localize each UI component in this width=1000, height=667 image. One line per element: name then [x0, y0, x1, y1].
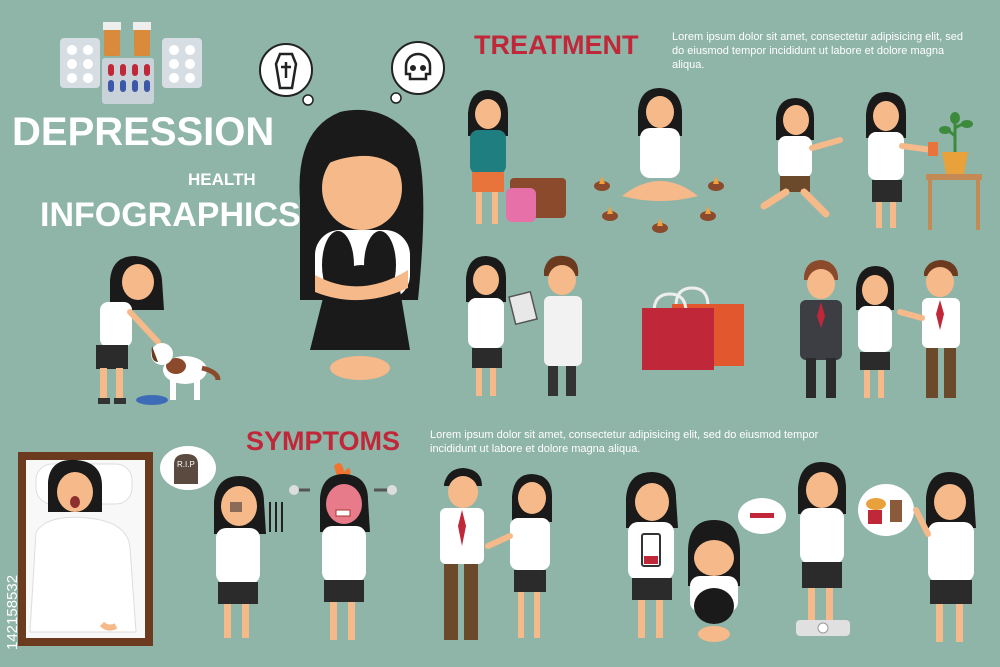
- girl-with-doctor-figure: [466, 255, 582, 396]
- girl-watering-plant-figure: [866, 92, 982, 230]
- rip-text: R.I.P: [177, 460, 195, 469]
- treatment-heading: TREATMENT: [474, 30, 639, 60]
- skull-thought-icon: [390, 41, 445, 104]
- medicine-pills-illustration: [60, 22, 202, 104]
- crouching-girl-figure: [688, 520, 740, 642]
- meditating-girl-figure: [594, 88, 724, 233]
- girl-petting-dog-figure: [96, 256, 221, 405]
- sad-girl-sitting-figure: [299, 109, 424, 380]
- girl-pointing-figure: [913, 472, 976, 642]
- girl-on-scale-figure: [796, 462, 850, 636]
- title-health: HEALTH: [188, 170, 256, 189]
- coffin-thought-icon: [259, 43, 314, 106]
- man-and-sad-girl-figure: [440, 468, 552, 640]
- symptoms-description: Lorem ipsum dolor sit amet, consectetur …: [430, 429, 819, 455]
- shopping-bags-icon: [642, 286, 744, 370]
- low-energy-girl-figure: [626, 472, 678, 638]
- running-girl-figure: [760, 98, 843, 218]
- stock-id-watermark: 142158532: [2, 430, 22, 650]
- minus-thought-icon: [738, 498, 786, 534]
- girl-with-luggage-figure: [468, 90, 566, 224]
- group-conversation-figure: [800, 260, 960, 398]
- angry-girl-figure: [289, 463, 397, 640]
- title-depression: DEPRESSION: [12, 110, 275, 154]
- girl-lying-in-bed-figure: [18, 452, 153, 646]
- treatment-description: Lorem ipsum dolor sit amet, consectetur …: [672, 31, 964, 71]
- title-infographics: INFOGRAPHICS: [40, 196, 301, 234]
- symptoms-heading: SYMPTOMS: [246, 426, 401, 456]
- rip-thought-bubble: [160, 446, 216, 490]
- tired-girl-figure: [214, 476, 283, 638]
- stock-id-text: 142158532: [4, 574, 21, 650]
- food-thought-bubble: [858, 484, 914, 536]
